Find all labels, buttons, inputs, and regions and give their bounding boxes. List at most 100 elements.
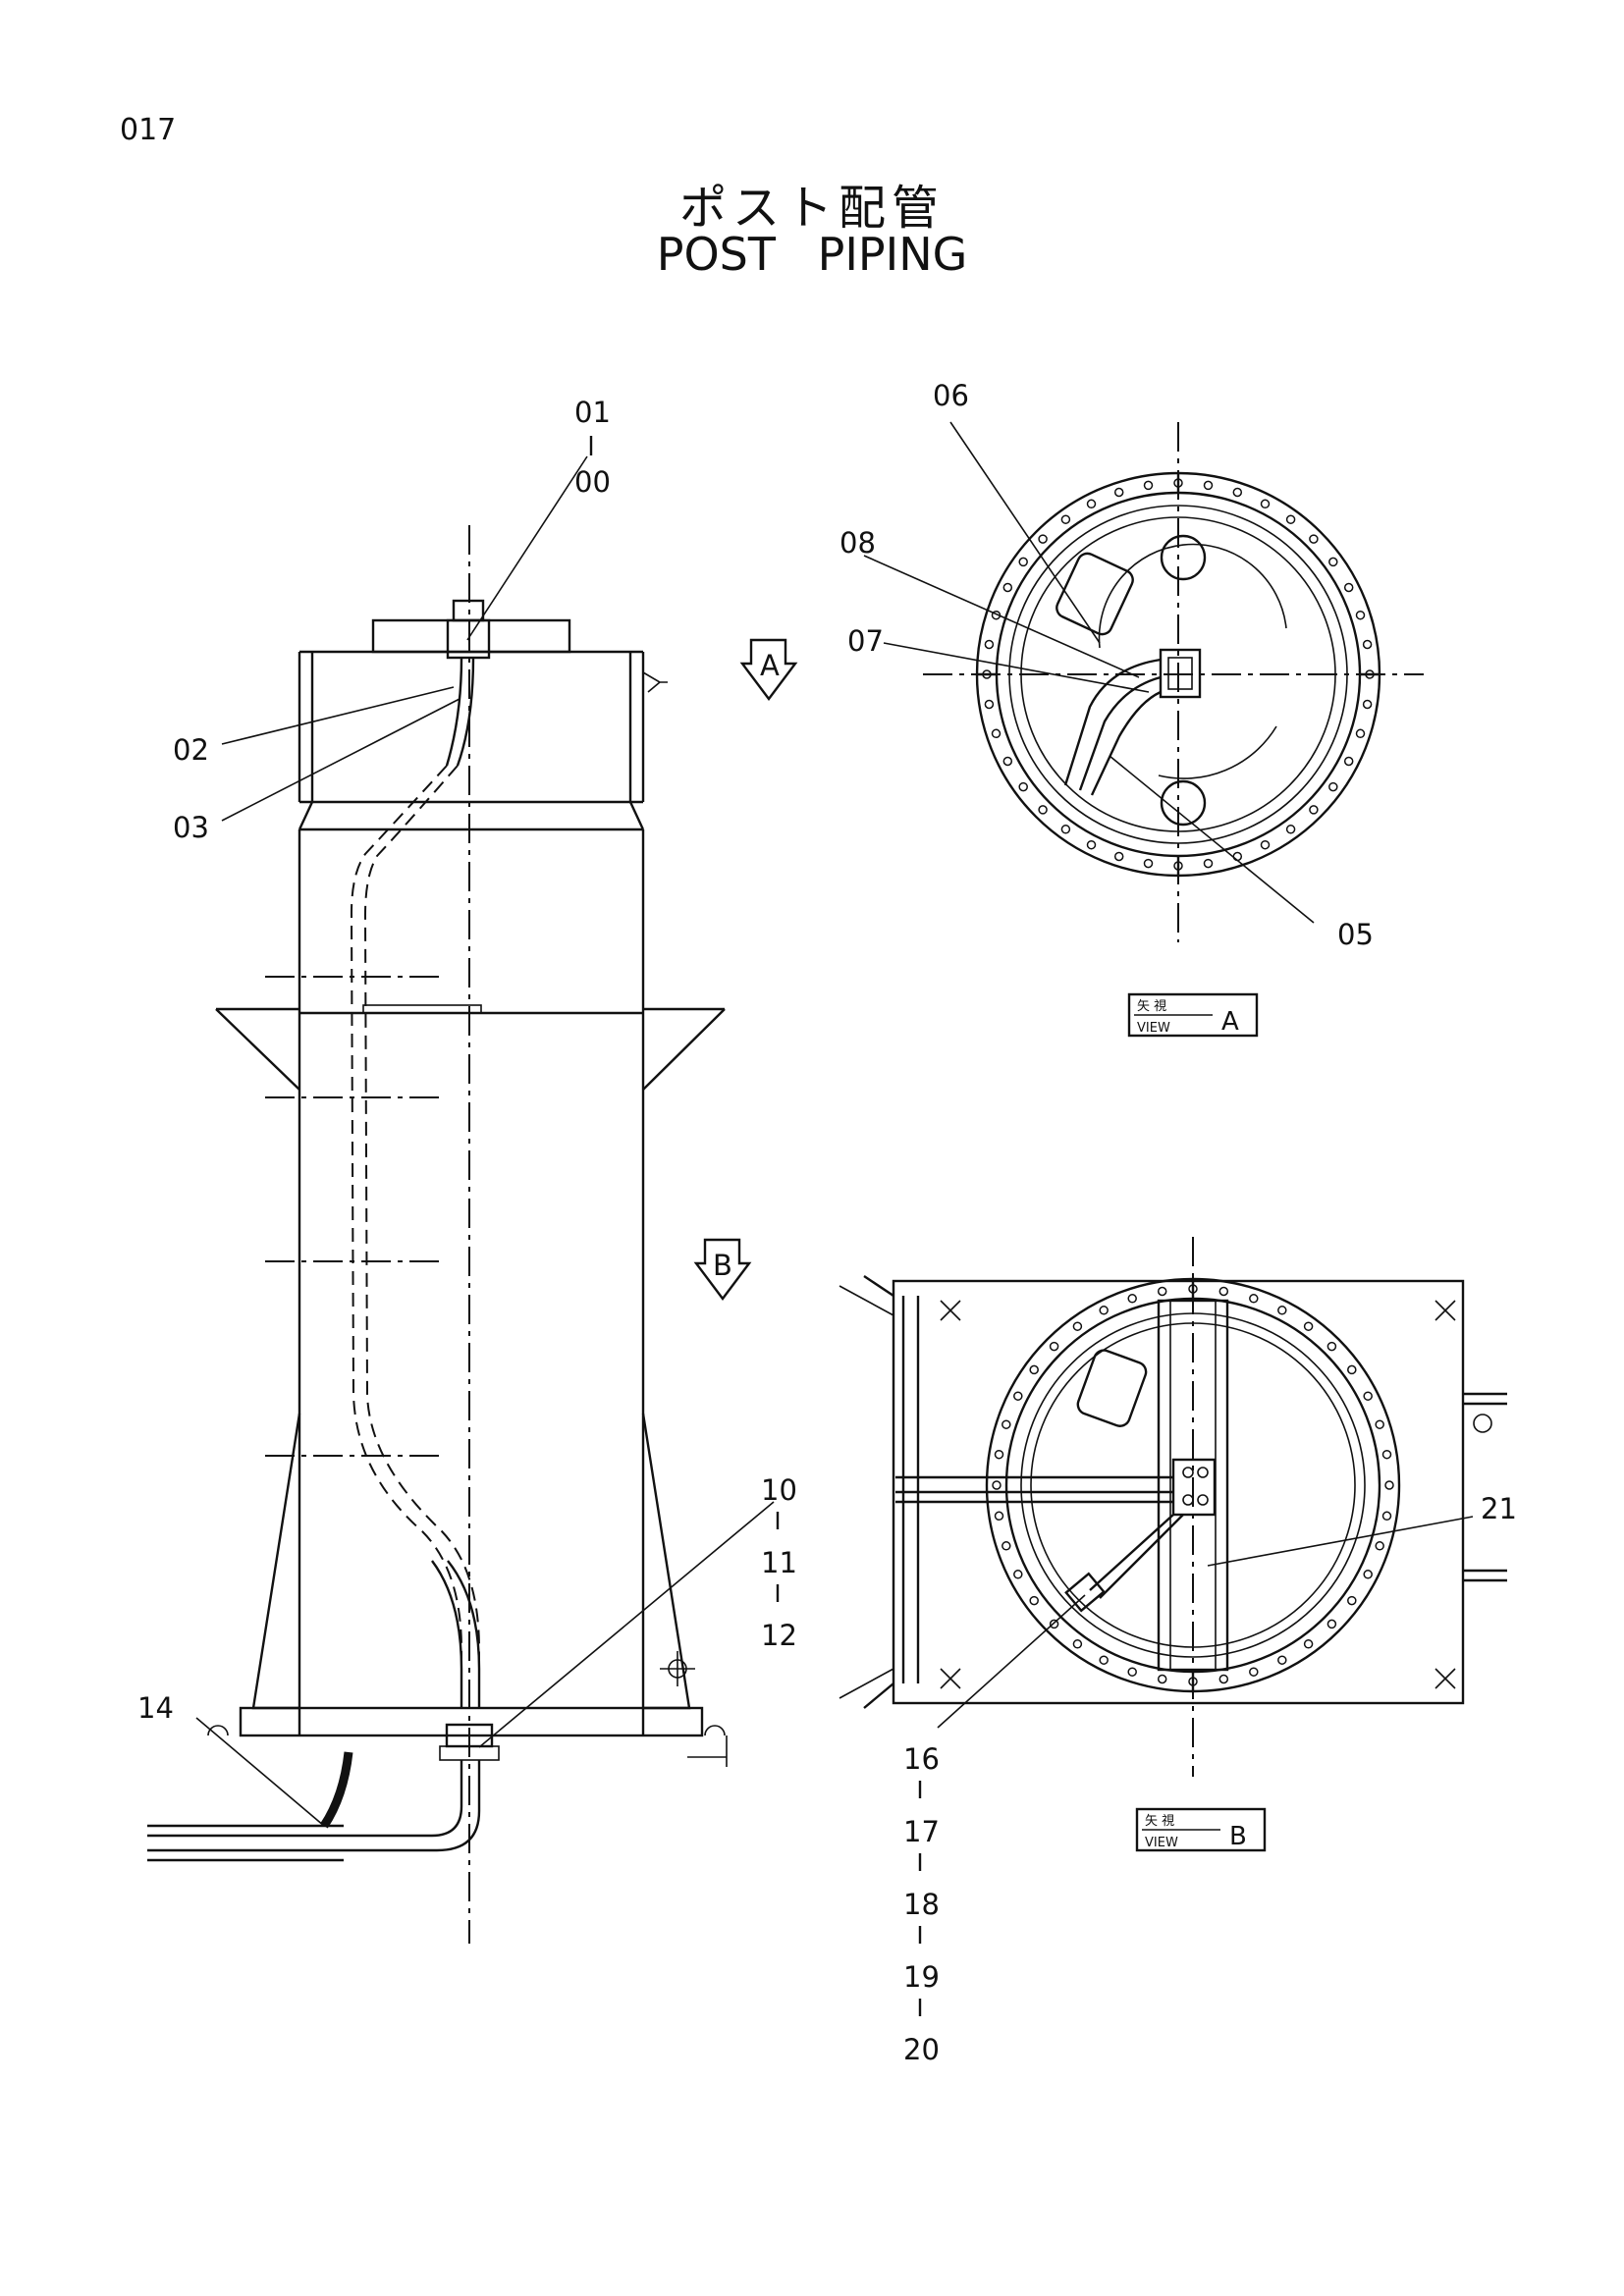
bolt-hole	[1328, 557, 1338, 567]
bolt-hole	[1143, 480, 1154, 491]
bolt-hole	[1086, 839, 1097, 850]
bolt-hole	[1347, 1595, 1357, 1606]
view-b-label-box: 矢 視 VIEW B	[1135, 1807, 1267, 1852]
svg-text:B: B	[713, 1249, 732, 1282]
view-a-drawing	[863, 421, 1424, 942]
bolt-hole	[1232, 487, 1243, 498]
bolt-hole	[1157, 1286, 1167, 1297]
title-japanese: ポスト配管	[678, 181, 945, 236]
bolt-hole	[1232, 851, 1243, 862]
callout-18: 18	[903, 1888, 940, 1921]
bolt-hole	[1113, 851, 1124, 862]
bolt-hole	[1355, 728, 1366, 739]
bolt-hole	[1099, 1306, 1109, 1315]
bolt-hole	[1049, 1341, 1059, 1352]
bolt-hole	[1072, 1321, 1083, 1331]
bolt-hole	[1029, 1364, 1039, 1375]
top-cover-plate	[371, 618, 571, 654]
bolt-hole	[1157, 1674, 1167, 1684]
bolt-hole	[1013, 1570, 1023, 1579]
callout-17: 17	[903, 1815, 940, 1848]
svg-text:B: B	[1229, 1822, 1247, 1851]
bolt-hole	[1060, 514, 1071, 524]
svg-text:矢 視: 矢 視	[1145, 1814, 1174, 1829]
title-english: POST PIPING	[656, 228, 968, 281]
bolt-hole	[1343, 756, 1354, 767]
bolt-hole	[1143, 858, 1154, 869]
callout-11: 11	[761, 1546, 797, 1579]
callout-10: 10	[761, 1473, 797, 1507]
bolt-hole	[1249, 1667, 1259, 1677]
callout-19: 19	[903, 1960, 940, 1994]
bolt-hole	[1303, 1639, 1314, 1649]
bolt-hole	[1328, 781, 1338, 792]
side-view	[147, 455, 775, 1944]
bolt-hole	[1309, 534, 1319, 544]
bolt-hole	[1218, 1286, 1229, 1297]
bolt-hole	[1002, 582, 1013, 593]
svg-text:A: A	[1221, 1007, 1239, 1037]
bolt-hole	[992, 1480, 1001, 1490]
callout-02: 02	[173, 733, 209, 767]
bolt-hole	[994, 1449, 1004, 1460]
bolt-hole	[1277, 1655, 1287, 1665]
bolt-hole	[1113, 487, 1124, 498]
bolt-hole	[1303, 1321, 1314, 1331]
bolt-hole	[1381, 1511, 1392, 1522]
bolt-hole	[1363, 1391, 1373, 1401]
base-plate	[239, 1706, 704, 1737]
callout-06: 06	[933, 379, 969, 412]
bolt-hole	[1362, 699, 1373, 710]
bolt-hole	[1001, 1541, 1011, 1551]
page-number: 017	[120, 113, 177, 147]
bolt-hole	[1277, 1306, 1287, 1315]
bolt-hole	[1018, 557, 1028, 567]
bolt-hole	[1260, 839, 1271, 850]
callout-03: 03	[173, 811, 209, 844]
view-marker-a: A	[739, 638, 798, 701]
bolt-hole	[1384, 1480, 1394, 1490]
bolt-hole	[1127, 1667, 1137, 1677]
bolt-hole	[1326, 1619, 1337, 1629]
bolt-hole	[1343, 582, 1354, 593]
svg-text:VIEW: VIEW	[1137, 1021, 1170, 1036]
bolt-hole	[984, 639, 995, 650]
callout-20: 20	[903, 2033, 940, 2066]
bolt-hole	[1285, 825, 1296, 834]
bolt-hole	[1249, 1294, 1259, 1304]
bolt-hole	[1072, 1639, 1083, 1649]
view-b-drawing	[839, 1237, 1507, 1777]
callout-05: 05	[1337, 918, 1374, 951]
bolt-hole	[1363, 1570, 1373, 1579]
view-marker-b: B	[693, 1238, 752, 1301]
callout-01: 01	[574, 396, 611, 429]
bolt-hole	[1203, 858, 1214, 869]
bolt-hole	[1029, 1595, 1039, 1606]
bolt-hole	[1260, 499, 1271, 509]
bolt-hole	[1355, 610, 1366, 620]
bolt-hole	[1326, 1341, 1337, 1352]
bolt-hole	[1127, 1294, 1137, 1304]
bolt-hole	[984, 699, 995, 710]
bolt-hole	[1001, 1419, 1011, 1429]
callout-labels: 01 00 02 03 06 08 07 05 10 11 12 14 21 1…	[137, 379, 1517, 2066]
callout-12: 12	[761, 1619, 797, 1652]
bolt-hole	[1309, 805, 1319, 815]
svg-text:A: A	[760, 649, 780, 682]
bolt-hole	[1099, 1655, 1109, 1665]
bolt-hole	[1218, 1674, 1229, 1684]
bolt-hole	[1381, 1449, 1392, 1460]
bolt-hole	[1086, 499, 1097, 509]
bolt-hole	[1285, 514, 1296, 524]
bolt-hole	[991, 728, 1001, 739]
bolt-hole	[1013, 1391, 1023, 1401]
bolt-hole	[1362, 639, 1373, 650]
bolt-hole	[1060, 825, 1071, 834]
bolt-hole	[1347, 1364, 1357, 1375]
bolt-hole	[1375, 1541, 1384, 1551]
callout-08: 08	[839, 526, 876, 560]
callout-14: 14	[137, 1691, 174, 1725]
callout-21: 21	[1481, 1492, 1517, 1525]
bolt-hole	[1203, 480, 1214, 491]
